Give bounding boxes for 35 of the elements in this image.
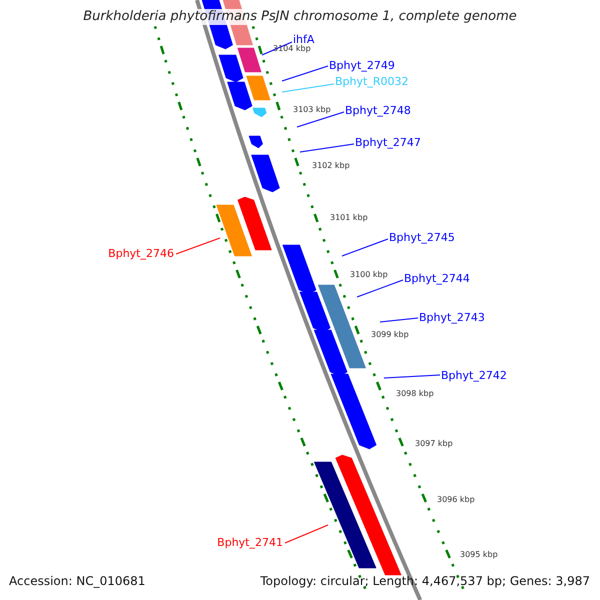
gene-label: ihfA bbox=[293, 33, 314, 46]
leader-line bbox=[300, 144, 354, 152]
scale-label: 3103 kbp bbox=[293, 105, 331, 115]
genome-stats-label: Topology: circular; Length: 4,467,537 bp; Genes: 3,987 bbox=[260, 574, 590, 588]
scale-label: 3097 kbp bbox=[415, 439, 453, 449]
gene-label: Bphyt_2746 bbox=[108, 247, 174, 260]
scale-label: 3098 kbp bbox=[396, 389, 434, 399]
leader-line bbox=[282, 84, 334, 92]
gene-label: Bphyt_2749 bbox=[329, 59, 395, 72]
scale-label: 3104 kbp bbox=[273, 44, 311, 54]
gene-label: Bphyt_R0032 bbox=[335, 75, 408, 88]
gene-label: Bphyt_2743 bbox=[419, 311, 485, 324]
leader-line bbox=[356, 280, 404, 298]
scale-label: 3101 kbp bbox=[330, 213, 368, 223]
title: Burkholderia phytofirmans PsJN chromosome 1, complete genome bbox=[83, 9, 517, 25]
leader-line bbox=[176, 238, 220, 254]
leader-line bbox=[384, 374, 440, 378]
gene-label: Bphyt_2741 bbox=[217, 536, 283, 550]
scale-label: 3102 kbp bbox=[312, 161, 350, 171]
leader-line bbox=[342, 238, 388, 256]
gene-label: Bphyt_2748 bbox=[345, 104, 411, 118]
scale-label: 3099 kbp bbox=[371, 330, 409, 340]
leader-line bbox=[380, 318, 418, 322]
leader-line bbox=[282, 66, 328, 82]
gene-label: Bphyt_2745 bbox=[389, 231, 455, 244]
leader-line bbox=[296, 112, 344, 128]
leader-line bbox=[262, 42, 292, 56]
scale-label: 3096 kbp bbox=[437, 495, 475, 505]
gene-label: Bphyt_2742 bbox=[441, 369, 507, 382]
leader-line bbox=[284, 524, 328, 544]
gene-label: Bphyt_2744 bbox=[404, 272, 470, 286]
scale-label: 3095 kbp bbox=[460, 550, 498, 560]
accession-label: Accession: NC_010681 bbox=[9, 574, 146, 588]
scale-label: 3100 kbp bbox=[350, 270, 388, 280]
gene-label: Bphyt_2747 bbox=[355, 136, 421, 150]
